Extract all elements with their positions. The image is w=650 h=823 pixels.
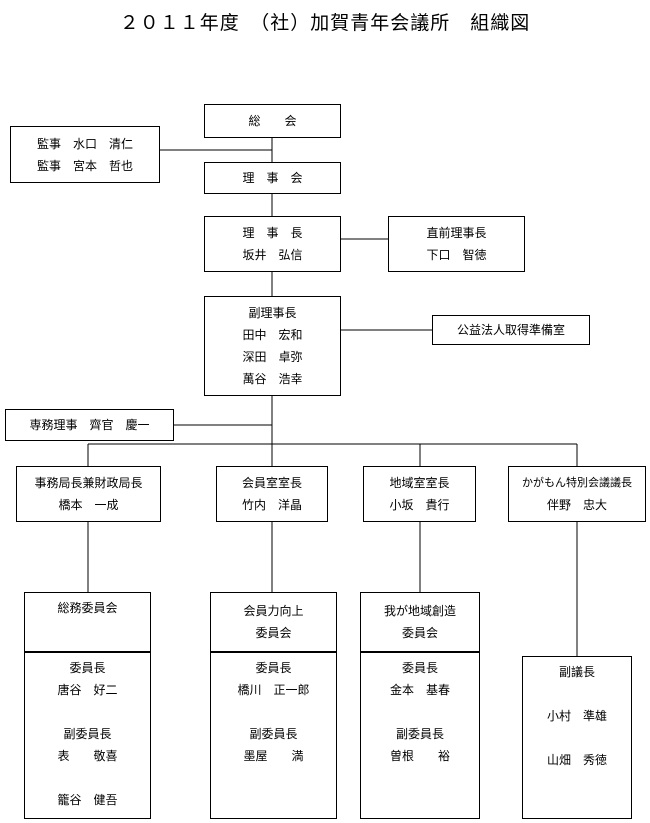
vice-chair-name: 山畑 秀徳 [546,753,607,767]
auditor-name: 監事 水口 清仁 [36,136,133,151]
vice-chair-name: 曽根 裕 [389,749,450,763]
committee-members-box-community: 委員長 金本 基春 副委員長 曽根 裕 [360,652,480,819]
vice-chair-name: 小村 準雄 [546,709,607,723]
managing-director-label: 専務理事 齊官 慶一 [29,418,150,432]
division-head-name: 伴野 忠大 [546,498,607,512]
division-head-name: 橋本 一成 [58,498,119,512]
chair-name: 橋川 正一郎 [237,683,310,697]
division-role: かがもん特別会議議長 [522,476,632,489]
president-box: 理 事 長 坂井 弘信 [204,216,341,272]
division-box-community: 地域室室長 小坂 貴行 [363,466,476,522]
board-box: 理 事 会 [204,162,341,194]
committee-name-box-community: 我が地域創造 委員会 [360,592,480,652]
managing-director-box: 専務理事 齊官 慶一 [5,409,174,441]
vice-chair-name: 籠谷 健吾 [57,793,118,807]
public-office-box: 公益法人取得準備室 [432,315,590,345]
board-label: 理 事 会 [242,171,303,185]
division-role: 会員室室長 [241,476,302,490]
past-president-name: 下口 智徳 [426,248,487,262]
public-office-label: 公益法人取得準備室 [456,323,565,337]
vice-chair-label: 副委員長 [249,727,298,741]
auditor-name: 監事 宮本 哲也 [36,158,133,173]
vice-chair-label: 副議長 [558,665,595,679]
president-role: 理 事 長 [242,226,303,240]
committee-name-box-general-affairs: 総務委員会 [24,592,151,652]
division-role: 地域室室長 [389,476,450,490]
committee-name: 委員会 [255,626,292,640]
vice-chair-name: 表 敬喜 [57,749,118,763]
chart-title: ２０１１年度 （社）加賀青年会議所 組織図 [119,12,531,34]
president-name: 坂井 弘信 [242,248,303,262]
committee-members-box-membership: 委員長 橋川 正一郎 副委員長 墨屋 満 [210,652,337,819]
chair-name: 唐谷 好二 [57,683,118,697]
vice-presidents-role: 副理事長 [248,306,297,320]
special-council-members-box: 副議長 小村 準雄 山畑 秀徳 [522,656,632,819]
auditors-box: 監事 水口 清仁 監事 宮本 哲也 [10,126,160,183]
past-president-box: 直前理事長 下口 智徳 [388,216,525,272]
committee-name: 会員力向上 [243,604,304,618]
chair-label: 委員長 [69,661,106,675]
past-president-role: 直前理事長 [426,226,487,240]
committee-name: 総務委員会 [57,601,118,615]
committee-members-box-general-affairs: 委員長 唐谷 好二 副委員長 表 敬喜 籠谷 健吾 [24,652,151,819]
chair-label: 委員長 [255,661,292,675]
division-head-name: 竹内 洋晶 [241,498,302,512]
committee-name: 委員会 [401,626,438,640]
vice-presidents-box: 副理事長 田中 宏和 深田 卓弥 萬谷 浩幸 [204,296,341,396]
division-role: 事務局長兼財政局長 [34,476,143,490]
committee-name: 我が地域創造 [383,604,456,618]
chair-label: 委員長 [401,661,438,675]
vice-president-name: 田中 宏和 [242,328,303,342]
division-box-secretariat: 事務局長兼財政局長 橋本 一成 [16,466,161,522]
division-box-membership: 会員室室長 竹内 洋晶 [216,466,328,522]
committee-name-box-membership: 会員力向上 委員会 [210,592,337,652]
vice-president-name: 萬谷 浩幸 [242,372,303,386]
vice-chair-name: 墨屋 満 [243,749,304,763]
division-head-name: 小坂 貴行 [389,498,450,512]
vice-chair-label: 副委員長 [395,727,444,741]
vice-president-name: 深田 卓弥 [242,350,303,364]
division-box-kagamon: かがもん特別会議議長 伴野 忠大 [508,466,646,522]
vice-chair-label: 副委員長 [63,727,112,741]
general-assembly-box: 総 会 [204,104,341,138]
general-assembly-label: 総 会 [248,114,297,128]
chair-name: 金本 基春 [389,683,450,697]
